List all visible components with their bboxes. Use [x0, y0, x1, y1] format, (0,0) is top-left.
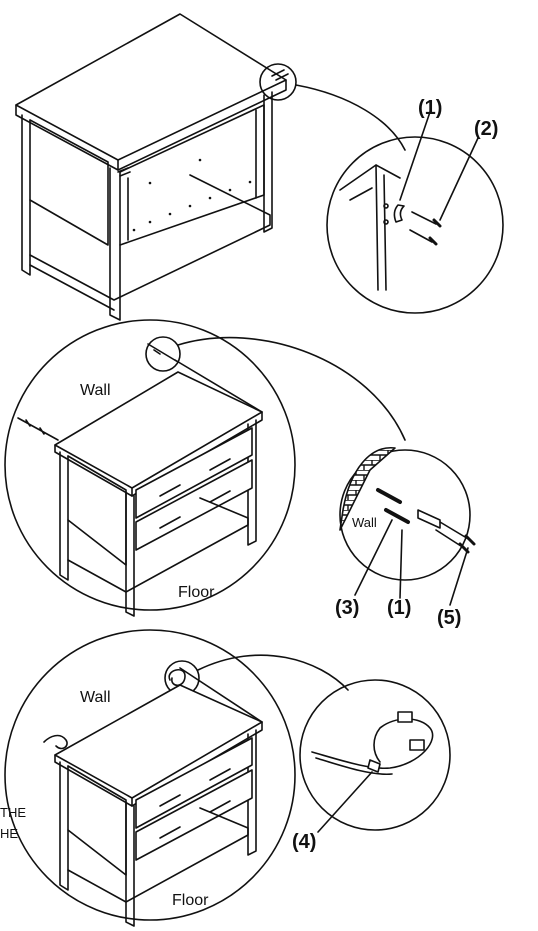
floor-label-step2: Floor	[178, 584, 215, 601]
step1-detail	[326, 111, 504, 314]
step2-scene	[4, 319, 406, 617]
wall-label-step2: Wall	[80, 382, 111, 399]
callout-5-step2: (5)	[437, 607, 461, 629]
step2-detail	[339, 447, 476, 606]
callout-3-step2: (3)	[335, 597, 359, 619]
detail-wall-label: Wall	[352, 515, 377, 530]
magnify-connector	[295, 84, 406, 151]
magnify-source	[259, 63, 297, 101]
step3-scene	[4, 629, 349, 927]
floor-label-step3: Floor	[172, 892, 209, 909]
callout-4-step3: (4)	[292, 831, 316, 853]
step1-cabinet	[15, 13, 289, 321]
cutoff-text-2: HE	[0, 826, 18, 841]
callout-2-step1: (2)	[474, 118, 498, 140]
cutoff-text-1: THE	[0, 805, 26, 820]
wall-label-step3: Wall	[80, 689, 111, 706]
step3-detail	[299, 679, 451, 833]
callout-1-step2: (1)	[387, 597, 411, 619]
callout-1-step1: (1)	[418, 97, 442, 119]
